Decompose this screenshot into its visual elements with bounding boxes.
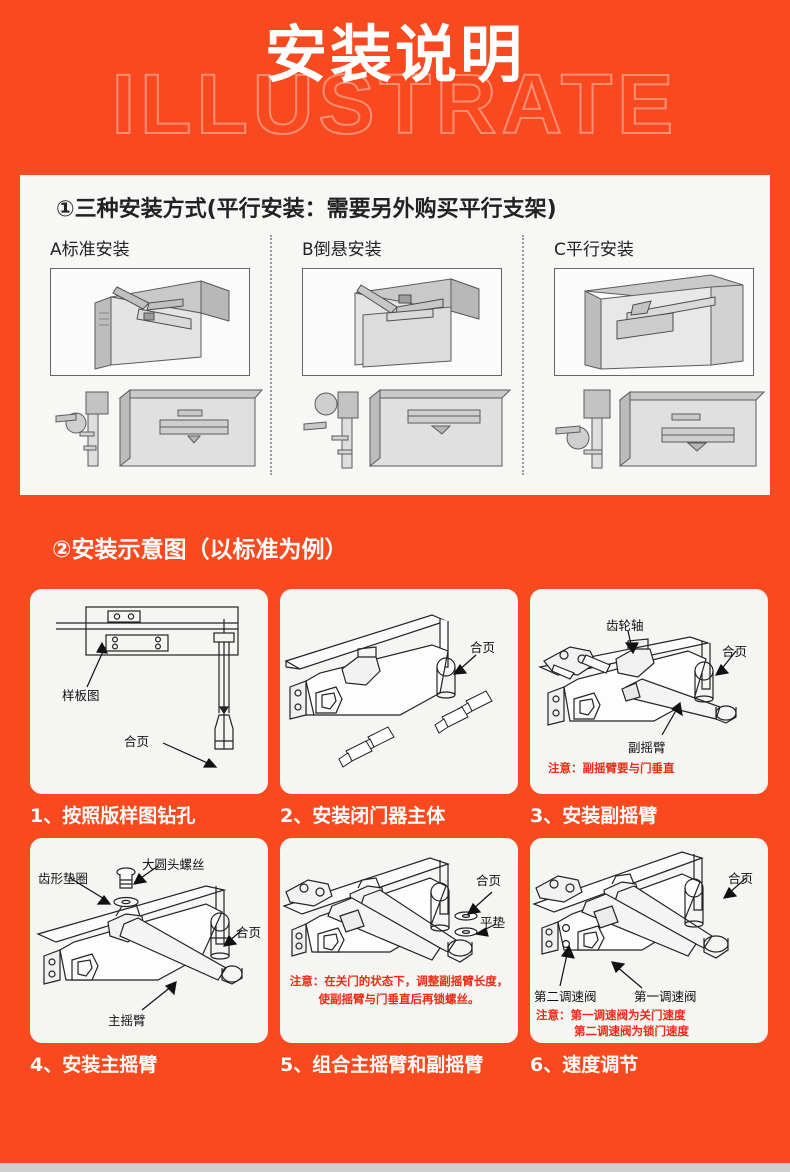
install-methods-panel: ①三种安装方式(平行安装：需要另外购买平行支架) A标准安装 (20, 175, 770, 495)
step-2: 合页 2、安装闭门器主体 (280, 589, 518, 828)
column-c-label: C平行安装 (554, 240, 634, 260)
step-1: 样板图 合页 1、按照版样图钻孔 (30, 589, 268, 828)
step-4: 大圆头螺丝 齿形垫圈 合页 主摇臂 4、安装主摇臂 (30, 838, 268, 1077)
step-5-caption: 5、组合主摇臂和副摇臂 (280, 1054, 484, 1076)
step-2-card: 合页 (280, 589, 518, 794)
step-4-label-2: 合页 (236, 925, 262, 940)
column-b-label: B倒悬安装 (302, 240, 382, 260)
install-method-column-b: B倒悬安装 (270, 235, 522, 475)
column-c-detail-illustration (554, 388, 774, 473)
step-5-label-1: 平垫 (480, 915, 506, 930)
step-1-illustration (30, 589, 268, 794)
footer-strip (0, 1163, 790, 1172)
steps-grid: 样板图 合页 1、按照版样图钻孔 (30, 589, 770, 1087)
step-6-label-2: 第一调速阀 (634, 989, 697, 1004)
step-6-card: 合页 第二调速阀 第一调速阀 注意：第一调速阀为关门速度 第二调速阀为锁门速度 (530, 838, 768, 1043)
step-4-caption: 4、安装主摇臂 (30, 1054, 158, 1076)
step-5-note-line-2: 使副摇臂与门垂直后再锁螺丝。 (318, 992, 480, 1006)
section-2-heading: ②安装示意图（以标准为例） (52, 537, 348, 563)
install-methods-columns: A标准安装 (20, 235, 770, 475)
step-6-label-1: 第二调速阀 (534, 989, 597, 1004)
step-3: 齿轮轴 合页 副摇臂 注意：副摇臂要与门垂直 3、安装副摇臂 (530, 589, 768, 828)
step-6-note-line-2: 第二调速阀为锁门速度 (574, 1024, 689, 1038)
column-b-perspective-illustration (302, 268, 502, 376)
step-3-label-0: 齿轮轴 (606, 618, 644, 633)
page-title: 安装说明 (264, 18, 525, 91)
step-6-note-line-1: 注意：第一调速阀为关门速度 (536, 1008, 686, 1022)
column-a-label: A标准安装 (50, 240, 130, 260)
column-c-perspective-illustration (554, 268, 754, 376)
step-2-label-0: 合页 (470, 640, 496, 655)
step-6-illustration (530, 838, 768, 1043)
step-4-label-0: 大圆头螺丝 (142, 857, 205, 872)
step-5-note-line-1: 注意：在关门的状态下，调整副摇臂长度， (289, 974, 509, 988)
column-b-detail-illustration (302, 388, 522, 473)
step-3-label-1: 合页 (722, 644, 748, 659)
step-1-label-1: 合页 (124, 734, 150, 749)
step-5: 合页 平垫 注意：在关门的状态下，调整副摇臂长度， 使副摇臂与门垂直后再锁螺丝。… (280, 838, 518, 1077)
section-1-heading: ①三种安装方式(平行安装：需要另外购买平行支架) (56, 197, 557, 222)
step-5-card: 合页 平垫 注意：在关门的状态下，调整副摇臂长度， 使副摇臂与门垂直后再锁螺丝。 (280, 838, 518, 1043)
step-3-note: 注意：副摇臂要与门垂直 (548, 761, 675, 775)
step-6-caption: 6、速度调节 (530, 1054, 639, 1076)
step-5-illustration (280, 838, 518, 1043)
step-6: 合页 第二调速阀 第一调速阀 注意：第一调速阀为关门速度 第二调速阀为锁门速度 … (530, 838, 768, 1077)
step-1-card: 样板图 合页 (30, 589, 268, 794)
step-1-label-0: 样板图 (62, 688, 100, 703)
step-2-illustration (280, 589, 518, 794)
steps-row-1: 样板图 合页 1、按照版样图钻孔 (30, 589, 770, 828)
install-method-column-a: A标准安装 (20, 235, 270, 475)
step-5-label-0: 合页 (476, 873, 502, 888)
column-a-perspective-illustration (50, 268, 250, 376)
step-6-label-0: 合页 (728, 871, 754, 886)
step-4-label-1: 齿形垫圈 (38, 871, 89, 886)
step-2-caption: 2、安装闭门器主体 (280, 805, 446, 827)
step-3-label-2: 副摇臂 (628, 740, 666, 755)
step-1-caption: 1、按照版样图钻孔 (30, 805, 196, 827)
step-3-caption: 3、安装副摇臂 (530, 805, 658, 827)
install-method-column-c: C平行安装 (522, 235, 774, 475)
hero-outline-text: ILLUSTRATE (111, 57, 679, 151)
steps-row-2: 大圆头螺丝 齿形垫圈 合页 主摇臂 4、安装主摇臂 (30, 838, 770, 1077)
hero-banner: ILLUSTRATE 安装说明 (0, 0, 790, 160)
step-4-card: 大圆头螺丝 齿形垫圈 合页 主摇臂 (30, 838, 268, 1043)
column-a-detail-illustration (50, 388, 270, 473)
step-4-illustration (30, 838, 268, 1043)
step-4-label-3: 主摇臂 (108, 1013, 146, 1028)
step-3-illustration (530, 589, 768, 794)
step-3-card: 齿轮轴 合页 副摇臂 注意：副摇臂要与门垂直 (530, 589, 768, 794)
